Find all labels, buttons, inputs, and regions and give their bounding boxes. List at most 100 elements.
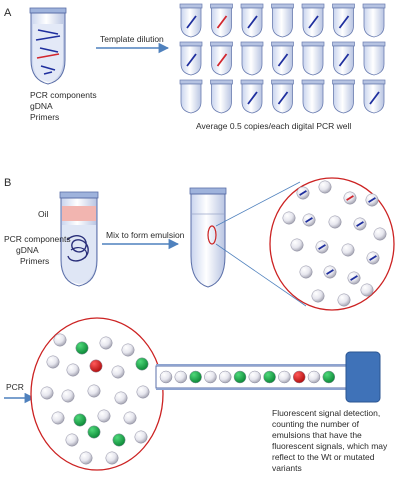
green-droplet (112, 433, 126, 447)
zoom-line-bottom (215, 243, 307, 307)
pcr-well (179, 3, 203, 38)
pcr-well (271, 41, 294, 76)
dna-strand (216, 15, 228, 29)
pcr-well (179, 79, 203, 114)
empty-droplet (341, 243, 355, 257)
tube-a-label-pcr: PCR components (30, 90, 97, 100)
tube-b-label-gdna: gDNA (16, 245, 39, 255)
dna-strand (40, 65, 56, 71)
pcr-well (362, 3, 386, 38)
panel-a-label: A (4, 7, 12, 19)
pcr-well (332, 41, 355, 76)
detection-line-1: Fluorescent signal detection, (272, 408, 380, 418)
pcr-well (301, 41, 325, 76)
green-droplet (75, 341, 89, 355)
empty-droplet (61, 389, 75, 403)
empty-droplet (123, 411, 137, 425)
empty-droplet (315, 240, 329, 254)
pcr-well (301, 3, 325, 38)
pcr-well (332, 3, 355, 38)
detection-channel (155, 364, 349, 390)
pcr-label: PCR (6, 382, 24, 392)
digital-pcr-wells (179, 3, 386, 114)
empty-droplet (87, 384, 101, 398)
wells-caption: Average 0.5 copies/each digital PCR well (196, 121, 351, 131)
detection-line-4: fluorescent signals, which may (272, 441, 388, 451)
empty-droplet (51, 411, 65, 425)
pcr-well (240, 79, 264, 114)
emulsion-droplets (282, 180, 387, 307)
dna-strand (186, 53, 197, 67)
dna-strand (338, 53, 350, 67)
oil-label: Oil (38, 209, 49, 219)
empty-droplet (97, 409, 111, 423)
detection-line-2: counting the number of (272, 419, 360, 429)
empty-droplet (328, 215, 342, 229)
empty-droplet (282, 211, 296, 225)
dna-strand (37, 29, 59, 35)
tube-b-label-primers: Primers (20, 256, 49, 266)
empty-droplet (174, 370, 188, 384)
emulsion-zoom-circle (269, 177, 395, 311)
empty-droplet (121, 343, 135, 357)
empty-droplet (79, 451, 93, 465)
dna-strand (247, 15, 258, 29)
pcr-well (362, 41, 386, 76)
dna-strand (36, 53, 60, 59)
empty-droplet (66, 363, 80, 377)
pcr-well (240, 41, 264, 76)
detection-line-3: emulsions that have the (272, 430, 362, 440)
empty-droplet (65, 433, 79, 447)
sample-tube-a (29, 7, 67, 85)
dna-strand (186, 15, 197, 29)
green-droplet (263, 370, 276, 384)
empty-droplet (248, 370, 262, 384)
empty-droplet (99, 336, 113, 350)
tube-b-labels: PCR components gDNA Primers (4, 234, 71, 266)
empty-droplet (337, 293, 351, 307)
channel-droplets (159, 370, 336, 384)
empty-droplet (373, 227, 387, 241)
zoom-line-top (215, 181, 301, 227)
empty-droplet (114, 391, 128, 405)
emulsion-tube (189, 187, 227, 288)
green-droplet (87, 425, 101, 439)
dna-strand (247, 91, 258, 105)
empty-droplet (366, 251, 380, 265)
mix-label: Mix to form emulsion (106, 230, 185, 240)
pcr-droplets (40, 333, 150, 465)
pcr-well (210, 3, 233, 38)
dna-strand (277, 91, 289, 105)
green-droplet (189, 370, 202, 384)
pcr-well (271, 3, 294, 38)
empty-droplet (360, 283, 374, 297)
dna-strand (43, 71, 53, 75)
tube-a-label-primers: Primers (30, 112, 59, 122)
empty-droplet (299, 265, 313, 279)
empty-droplet (318, 180, 332, 194)
empty-droplet (111, 365, 125, 379)
detection-line-6: variants (272, 463, 302, 473)
red-droplet (292, 370, 306, 384)
emulsion-zoom-marker (207, 225, 217, 245)
green-droplet (135, 357, 149, 371)
empty-droplet (302, 213, 316, 227)
pcr-well (362, 79, 386, 114)
empty-droplet (290, 238, 304, 252)
detection-line-5: reflect to the Wt or mutated (272, 452, 375, 462)
empty-droplet (204, 370, 217, 384)
dna-strand (369, 91, 380, 105)
empty-droplet (40, 386, 54, 400)
dna-strand (35, 35, 61, 41)
dna-strands (35, 29, 61, 75)
green-droplet (233, 370, 247, 384)
pcr-well (210, 41, 233, 76)
pcr-well (332, 79, 355, 114)
detection-description: Fluorescent signal detection, counting t… (272, 408, 388, 473)
pcr-well (179, 41, 203, 76)
empty-droplet (46, 355, 60, 369)
empty-droplet (134, 430, 148, 444)
dna-strand (338, 15, 350, 29)
